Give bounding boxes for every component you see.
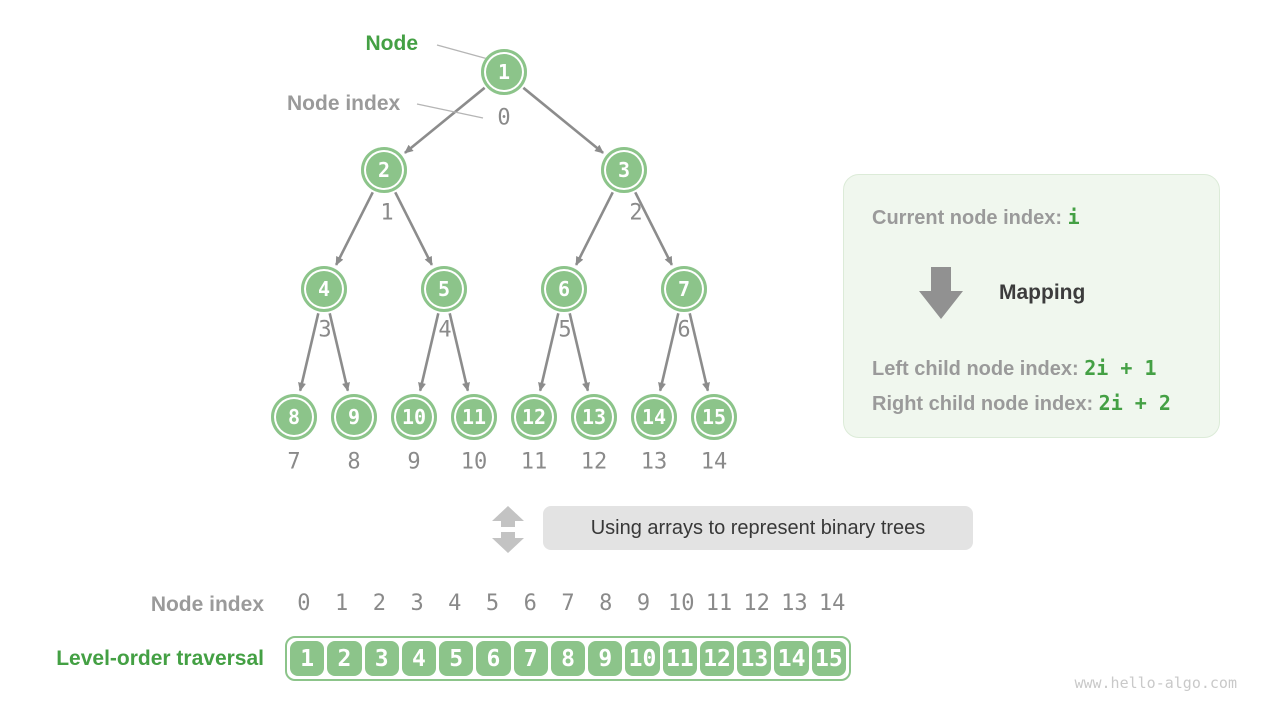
current-node-index-line: Current node index: i: [872, 205, 1080, 230]
array-value-cell: 8: [550, 641, 586, 676]
callout-line: [436, 44, 489, 60]
node-index-cell: 10: [667, 591, 695, 616]
tree-edge: [418, 313, 440, 392]
tree-node: 5: [421, 266, 467, 312]
tree-node-index-label: 14: [700, 449, 728, 475]
left-child-label: Left child node index:: [872, 358, 1079, 380]
tree-node-index-label: 10: [460, 449, 488, 475]
right-child-line: Right child node index: 2i + 2: [872, 391, 1171, 416]
tree-node: 13: [571, 394, 617, 440]
array-value-cell: 11: [662, 641, 697, 676]
node-index-cell: 14: [818, 591, 846, 616]
down-arrow-icon: [919, 267, 963, 324]
node-index-cell: 11: [705, 591, 733, 616]
tree-node: 15: [691, 394, 737, 440]
array-value-cell: 5: [439, 641, 474, 676]
level-order-traversal-label: Level-order traversal: [56, 647, 264, 670]
mapping-label: Mapping: [999, 281, 1086, 304]
tree-node-index-label: 12: [580, 449, 608, 475]
tree-node: 3: [601, 147, 647, 193]
tree-node: 1: [481, 49, 527, 95]
tree-node-index-label: 3: [318, 317, 332, 343]
array-value-cell: 12: [699, 641, 735, 676]
node-index-cell: 7: [561, 591, 575, 616]
callout-line: [416, 103, 484, 119]
array-value-cell: 2: [327, 641, 362, 676]
tree-node-index-label: 0: [497, 105, 511, 131]
tree-node: 14: [631, 394, 677, 440]
node-index-cell: 2: [372, 591, 386, 616]
tree-edge: [658, 313, 680, 392]
node-index-cell: 13: [781, 591, 808, 616]
left-child-code: 2i + 1: [1084, 356, 1157, 380]
tree-node: 10: [391, 394, 437, 440]
tree-node: 9: [331, 394, 377, 440]
array-value-cell: 9: [588, 641, 623, 676]
node-index-cell: 3: [410, 591, 424, 616]
tree-node: 6: [541, 266, 587, 312]
tree-edge: [538, 313, 560, 392]
tree-edge: [574, 191, 614, 266]
node-index-cell: 9: [636, 591, 651, 616]
tree-edge: [298, 313, 320, 392]
tree-edge: [688, 313, 710, 392]
tree-node: 8: [271, 394, 317, 440]
tree-edge: [568, 313, 590, 392]
array-value-cell: 10: [625, 641, 660, 676]
array-value-cell: 7: [513, 641, 548, 676]
tree-node-index-label: 8: [347, 449, 361, 475]
current-node-index-code: i: [1067, 205, 1080, 229]
array-value-cell: 13: [737, 641, 772, 676]
tree-edge: [404, 86, 486, 154]
right-child-label: Right child node index:: [872, 393, 1094, 415]
node-index-cell: 5: [485, 591, 500, 616]
tree-node-index-label: 5: [558, 317, 572, 343]
up-down-arrow-icon: [492, 506, 524, 558]
left-child-line: Left child node index: 2i + 1: [872, 356, 1156, 381]
tree-edge: [328, 313, 350, 392]
array-value-cell: 6: [476, 641, 511, 676]
node-index-cell: 4: [448, 591, 462, 616]
right-child-code: 2i + 2: [1098, 391, 1171, 415]
array-value-cell: 4: [401, 641, 437, 676]
tree-node-index-label: 13: [640, 449, 668, 475]
tree-node-index-label: 7: [287, 449, 301, 475]
bottom-node-index-label: Node index: [150, 593, 264, 616]
node-index-cell: 12: [743, 591, 770, 616]
tree-node: 11: [451, 394, 497, 440]
node-index-cell: 1: [334, 591, 349, 616]
current-node-index-label: Current node index:: [872, 207, 1063, 229]
tree-node: 4: [301, 266, 347, 312]
mapping-panel: Current node index: i Mapping Left child…: [843, 174, 1220, 438]
tree-edge: [334, 191, 374, 266]
array-value-cell: 14: [774, 641, 809, 676]
node-index-cell: 0: [297, 591, 311, 616]
node-callout-label: Node: [365, 32, 419, 55]
tree-edge: [522, 86, 604, 154]
tree-node: 2: [361, 147, 407, 193]
tree-node-index-label: 11: [520, 449, 548, 475]
node-index-cell: 6: [523, 591, 537, 616]
tree-node: 12: [511, 394, 557, 440]
tree-edge: [394, 191, 434, 266]
tree-node-index-label: 4: [438, 317, 452, 343]
array-value-cell: 3: [364, 641, 399, 676]
array-value-cell: 1: [290, 641, 325, 676]
tree-node: 7: [661, 266, 707, 312]
node-index-cell: 8: [599, 591, 613, 616]
tree-node-index-label: 1: [380, 200, 394, 226]
tree-node-index-label: 2: [629, 200, 643, 226]
tree-edge: [448, 313, 470, 392]
tree-node-index-label: 6: [677, 317, 691, 343]
watermark: www.hello-algo.com: [1074, 674, 1237, 692]
node-index-callout-label: Node index: [287, 92, 401, 115]
tree-node-index-label: 9: [407, 449, 421, 475]
caption-pill: Using arrays to represent binary trees: [543, 506, 973, 550]
array-value-cell: 15: [811, 641, 846, 676]
